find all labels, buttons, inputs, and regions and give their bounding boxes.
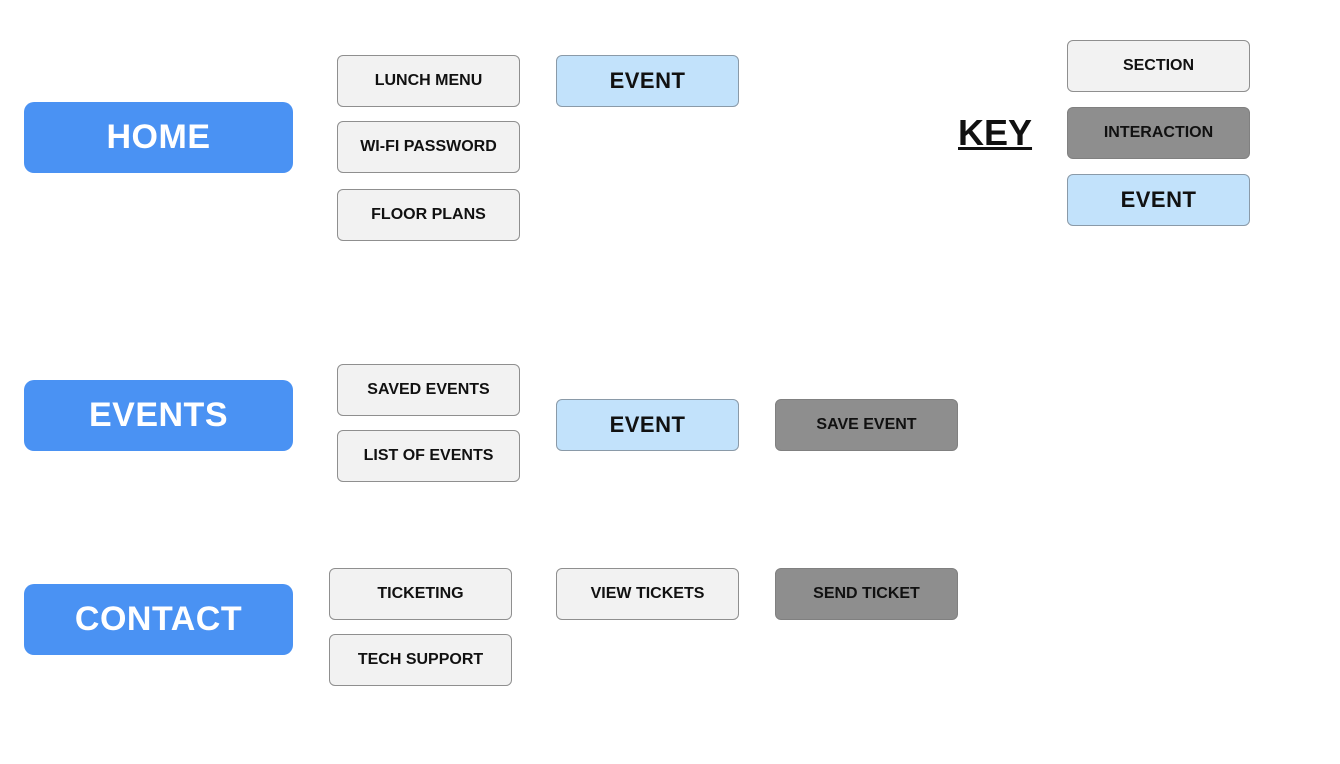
home-section-button[interactable]: HOME xyxy=(24,102,293,173)
home-event-box[interactable]: EVENT xyxy=(556,55,739,107)
events-event-box[interactable]: EVENT xyxy=(556,399,739,451)
key-title: KEY xyxy=(958,112,1033,153)
contact-section-button[interactable]: CONTACT xyxy=(24,584,293,655)
ticketing-box[interactable]: TICKETING xyxy=(329,568,512,620)
key-event-box: EVENT xyxy=(1067,174,1250,226)
events-section-button[interactable]: EVENTS xyxy=(24,380,293,451)
key-interaction-box: INTERACTION xyxy=(1067,107,1250,159)
send-ticket-button[interactable]: SEND TICKET xyxy=(775,568,958,620)
key-section-box: SECTION xyxy=(1067,40,1250,92)
tech-support-box[interactable]: TECH SUPPORT xyxy=(329,634,512,686)
lunch-menu-box[interactable]: LUNCH MENU xyxy=(337,55,520,107)
wifi-password-box[interactable]: WI-FI PASSWORD xyxy=(337,121,520,173)
saved-events-box[interactable]: SAVED EVENTS xyxy=(337,364,520,416)
floor-plans-box[interactable]: FLOOR PLANS xyxy=(337,189,520,241)
save-event-button[interactable]: SAVE EVENT xyxy=(775,399,958,451)
list-of-events-box[interactable]: LIST OF EVENTS xyxy=(337,430,520,482)
view-tickets-box[interactable]: VIEW TICKETS xyxy=(556,568,739,620)
